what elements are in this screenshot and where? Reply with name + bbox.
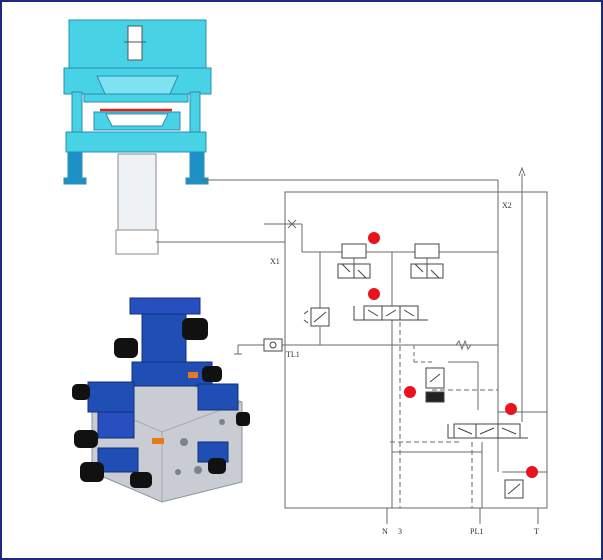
label-x1: X1 — [270, 257, 280, 266]
logic-valve-icon — [425, 367, 445, 403]
red-dot-marker-icon — [368, 232, 538, 478]
pressure-valve-bottom-icon — [504, 479, 524, 499]
label-pl1: PL1 — [470, 527, 483, 536]
label-tl1: TL1 — [286, 350, 300, 359]
hydraulic-valve-block-icon — [72, 297, 250, 503]
label-n: N — [382, 527, 388, 536]
solenoid-valve-right-icon — [410, 243, 444, 279]
relief-valve-icon — [303, 307, 330, 327]
check-valve-tl1-icon — [263, 338, 283, 352]
directional-valve-top-icon — [353, 305, 428, 321]
directional-valve-bottom-icon — [447, 423, 528, 439]
label-x2: X2 — [502, 201, 512, 210]
label-n-mark: 3 — [398, 527, 402, 536]
hydraulic-circuit — [156, 166, 548, 524]
solenoid-valve-left-icon — [337, 243, 371, 279]
press-machine-icon — [63, 19, 212, 255]
label-t: T — [534, 527, 539, 536]
